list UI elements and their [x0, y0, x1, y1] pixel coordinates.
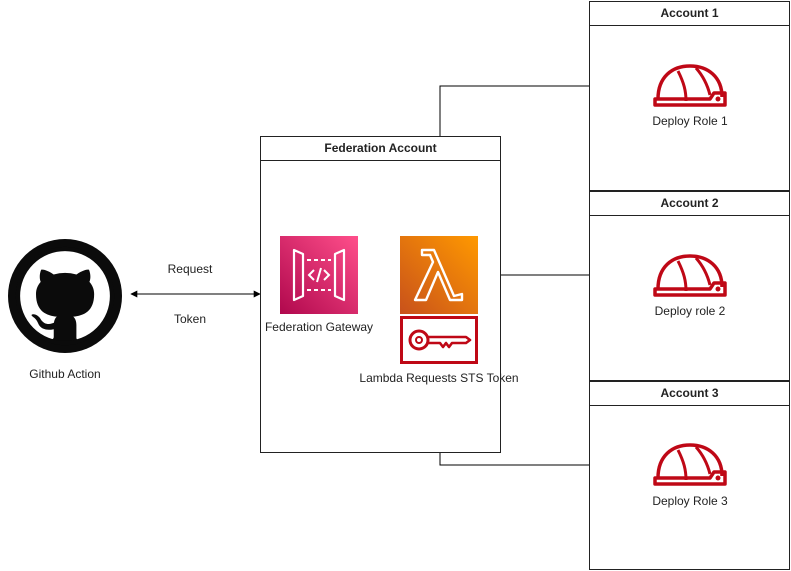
account-1-title: Account 1 [590, 2, 789, 26]
federation-account-title: Federation Account [261, 137, 500, 161]
github-octocat-icon [8, 239, 122, 353]
deploy-role-1-node [652, 63, 728, 109]
key-icon [400, 316, 478, 364]
account-3-container: Account 3 [589, 381, 790, 570]
sts-node [400, 316, 478, 364]
github-label: Github Action [29, 367, 101, 381]
account-3-title: Account 3 [590, 382, 789, 406]
iam-role-helmet-icon [653, 443, 727, 486]
deploy-role-3-node [652, 442, 728, 488]
api-gateway-icon [280, 236, 358, 314]
deploy-role-2-node [652, 253, 728, 299]
github-actor [8, 239, 122, 353]
account-2-title: Account 2 [590, 192, 789, 216]
lambda-label: Lambda Requests STS Token [359, 371, 519, 385]
account-2-container: Account 2 [589, 191, 790, 381]
deploy-role-3-label: Deploy Role 3 [652, 494, 728, 508]
iam-role-helmet-icon [653, 254, 727, 297]
lambda-node [400, 236, 478, 314]
iam-role-helmet-icon [653, 64, 727, 107]
request-label: Request [167, 262, 213, 276]
account-1-container: Account 1 [589, 1, 790, 191]
token-label: Token [173, 312, 207, 326]
lambda-icon [400, 236, 478, 314]
federation-gateway-node [280, 236, 358, 314]
federation-gateway-label: Federation Gateway [264, 320, 374, 334]
deploy-role-2-label: Deploy role 2 [654, 304, 726, 318]
deploy-role-1-label: Deploy Role 1 [652, 114, 728, 128]
